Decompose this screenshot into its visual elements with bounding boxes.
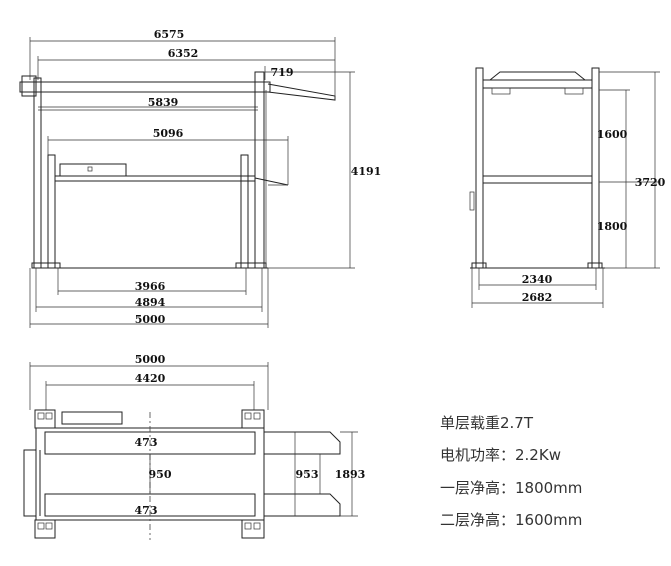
dim-3720: 3720 <box>635 176 666 189</box>
dim-6575: 6575 <box>154 28 185 41</box>
dim-1600-side: 1600 <box>597 128 628 141</box>
dim-953: 953 <box>296 468 319 481</box>
dim-1800-side: 1800 <box>597 220 628 233</box>
front-view: 6575 6352 719 5839 5096 4191 3966 4894 5… <box>19 28 382 328</box>
dim-1893: 1893 <box>335 468 366 481</box>
spec-level-2-height: 二层净高：1600mm <box>440 511 583 529</box>
side-view: 1600 1800 3720 2340 2682 <box>469 67 666 308</box>
spec-motor-power: 电机功率：2.2Kw <box>440 446 561 464</box>
dim-3966: 3966 <box>135 280 166 293</box>
dim-5096: 5096 <box>153 127 184 140</box>
dim-2340: 2340 <box>522 273 553 286</box>
dim-719: 719 <box>271 66 294 79</box>
dim-473-bottom: 473 <box>135 504 158 517</box>
dim-473-top: 473 <box>135 436 158 449</box>
spec-level-1-height: 一层净高：1800mm <box>440 479 583 497</box>
dim-2682: 2682 <box>522 291 553 304</box>
dim-4894: 4894 <box>135 296 166 309</box>
spec-load: 单层载重2.7T <box>440 414 534 432</box>
dim-5000-top: 5000 <box>135 353 166 366</box>
top-view: 5000 4420 473 950 953 1893 473 <box>23 353 366 540</box>
dim-4191: 4191 <box>351 165 382 178</box>
dim-4420: 4420 <box>135 372 166 385</box>
dim-5000-front: 5000 <box>135 313 166 326</box>
dim-950: 950 <box>149 468 172 481</box>
dim-6352: 6352 <box>168 47 199 60</box>
dim-5839: 5839 <box>148 96 179 109</box>
